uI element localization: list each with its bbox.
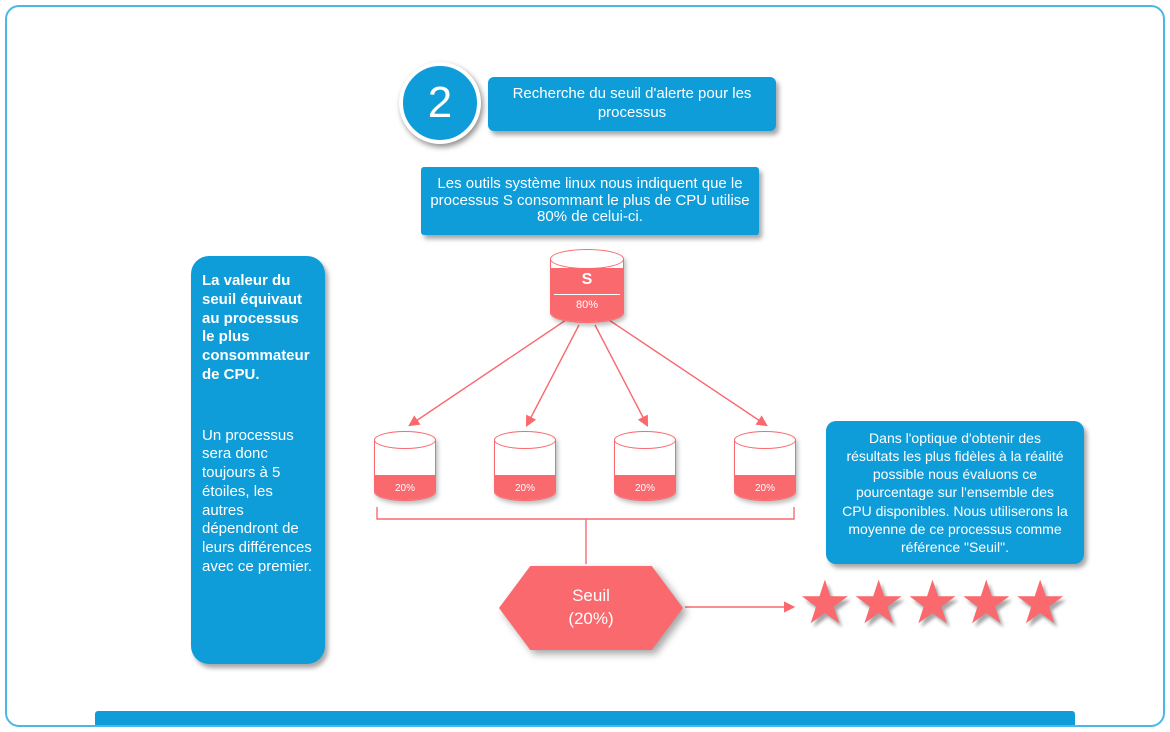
- rating-stars: ★ ★ ★ ★ ★: [798, 568, 1067, 638]
- child-process-percent: 20%: [495, 475, 555, 500]
- cylinder-body: 20%: [374, 440, 436, 501]
- right-note-box: Dans l'optique d'obtenir des résultats l…: [826, 421, 1084, 564]
- cylinder-top: [494, 431, 556, 449]
- cylinder-top: [734, 431, 796, 449]
- main-process-label: S: [581, 271, 593, 288]
- left-note-box: La valeur du seuil équivaut au processus…: [191, 256, 325, 664]
- child-process-cylinder-4: 20%: [734, 431, 796, 501]
- star-icon: ★: [1013, 568, 1067, 638]
- step-number-badge: 2: [399, 62, 481, 144]
- threshold-value: (20%): [568, 609, 614, 628]
- cylinder-top: [550, 249, 624, 269]
- arrow-main-to-child-4: [608, 319, 768, 427]
- cylinder-body: 20%: [494, 440, 556, 501]
- child-process-cylinder-2: 20%: [494, 431, 556, 501]
- left-note-body: Un processus sera donc toujours à 5 étoi…: [202, 426, 313, 575]
- intro-note-text: Les outils système linux nous indiquent …: [430, 175, 750, 226]
- child-process-cylinder-1: 20%: [374, 431, 436, 501]
- main-process-percent: 80%: [575, 299, 599, 311]
- main-process-cylinder: S 80%: [550, 249, 624, 323]
- threshold-label: Seuil: [572, 586, 610, 606]
- threshold-hexagon: Seuil (20%): [499, 566, 683, 650]
- arrow-main-to-child-2: [525, 324, 580, 427]
- bottom-accent-bar: [95, 711, 1075, 725]
- left-note-bold: La valeur du seuil équivaut au processus…: [202, 272, 310, 383]
- star-icon: ★: [959, 568, 1014, 638]
- step-title: Recherche du seuil d'alerte pour les pro…: [512, 85, 752, 121]
- cylinder-divider-line: [554, 294, 620, 295]
- star-icon: ★: [905, 568, 960, 638]
- step-number: 2: [427, 78, 453, 127]
- child-process-cylinder-3: 20%: [614, 431, 676, 501]
- right-note-text: Dans l'optique d'obtenir des résultats l…: [842, 429, 1068, 555]
- star-icon: ★: [798, 568, 852, 638]
- star-icon: ★: [851, 568, 906, 638]
- cylinder-fill-80: [551, 268, 623, 322]
- cylinder-body: [550, 259, 624, 323]
- step-title-box: Recherche du seuil d'alerte pour les pro…: [488, 77, 776, 131]
- bracket-under-children: [376, 507, 795, 520]
- child-process-percent: 20%: [615, 475, 675, 500]
- cylinder-body: 20%: [734, 440, 796, 501]
- intro-note-box: Les outils système linux nous indiquent …: [421, 167, 759, 235]
- cylinder-top: [374, 431, 436, 449]
- threshold-hexagon-shape: Seuil (20%): [499, 566, 683, 650]
- child-process-percent: 20%: [735, 475, 795, 500]
- child-process-percent: 20%: [375, 475, 435, 500]
- arrow-main-to-child-1: [408, 319, 567, 427]
- cylinder-body: 20%: [614, 440, 676, 501]
- cylinder-top: [614, 431, 676, 449]
- arrow-main-to-child-3: [594, 324, 649, 427]
